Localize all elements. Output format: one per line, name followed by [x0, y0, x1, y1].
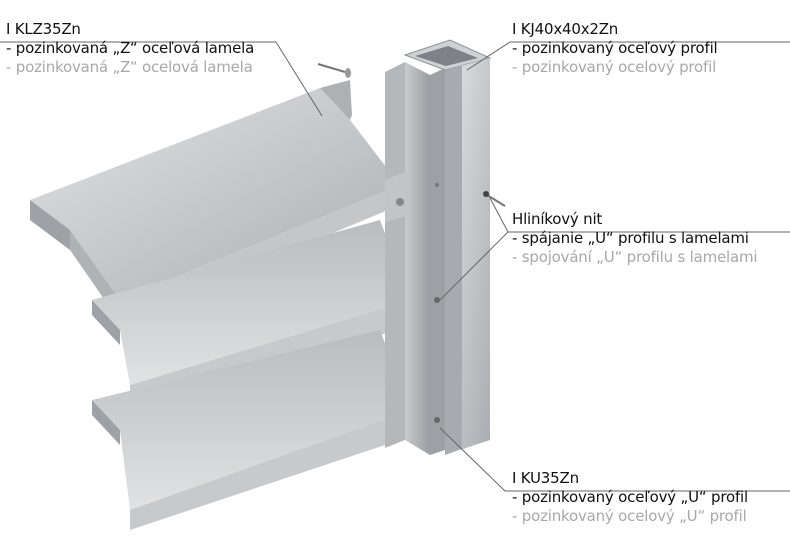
label-desc-sk: - pozinkovaný oceľový profil	[512, 39, 718, 57]
z-lamella-bottom	[92, 330, 430, 530]
rivet-icons	[317, 63, 506, 423]
label-klz35zn: I KLZ35Zn - pozinkovaná „Z“ oceľová lame…	[6, 20, 254, 77]
label-desc-sk: - pozinkovaná „Z“ oceľová lamela	[6, 39, 255, 57]
label-desc-cz: - pozinkovaný ocelový profil	[512, 58, 717, 76]
label-code: I KU35Zn	[512, 469, 579, 487]
label-code: I KJ40x40x2Zn	[512, 20, 619, 38]
label-code: I KLZ35Zn	[6, 20, 81, 38]
label-desc-cz: - pozinkovaný ocelový „U“ profil	[512, 507, 747, 525]
label-ku35zn: I KU35Zn - pozinkovaný oceľový „U“ profi…	[512, 469, 748, 526]
leader-lines	[0, 41, 790, 492]
label-kj40x40x2zn: I KJ40x40x2Zn - pozinkovaný oceľový prof…	[512, 20, 718, 77]
label-desc-cz: - pozinkovaná „Z“ ocelová lamela	[6, 58, 253, 76]
steel-profile	[385, 39, 492, 455]
label-rivet: Hliníkový nit - spájanie „U“ profilu s l…	[512, 210, 758, 267]
label-desc-cz: - spojování „U“ profilu s lamelami	[512, 248, 758, 266]
label-desc-sk: - pozinkovaný oceľový „U“ profil	[512, 488, 748, 506]
label-desc-sk: - spájanie „U“ profilu s lamelami	[512, 229, 749, 247]
label-code: Hliníkový nit	[512, 210, 603, 228]
